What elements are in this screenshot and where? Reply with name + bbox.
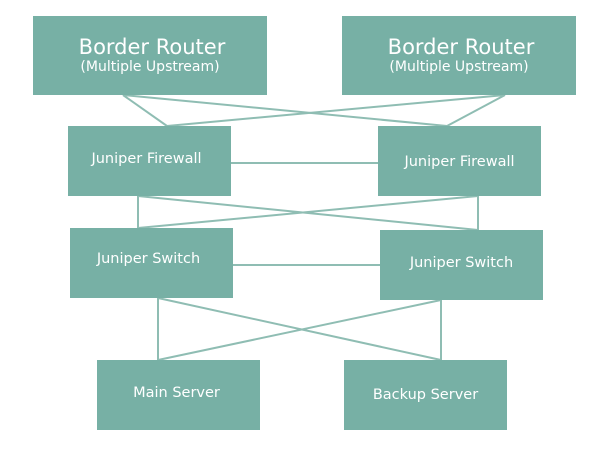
main-server-node: Main Server (97, 360, 260, 430)
node-subtitle: (Multiple Upstream) (80, 59, 220, 75)
switch-right-node: Juniper Switch (380, 230, 543, 300)
firewall-left-node: Juniper Firewall (68, 126, 231, 196)
switch-left-node: Juniper Switch (70, 228, 233, 298)
link-switch-right-main-server (157, 299, 442, 361)
node-title: Juniper Switch (409, 255, 514, 271)
backup-server-node: Backup Server (344, 360, 507, 430)
link-router-left-firewall-right (122, 94, 448, 127)
node-title: Border Router (78, 35, 226, 59)
node-title: Juniper Firewall (91, 151, 202, 167)
border-router-left-node: Border Router (Multiple Upstream) (33, 16, 267, 95)
link-firewall-right-switch-left (137, 195, 479, 229)
firewall-right-node: Juniper Firewall (378, 126, 541, 196)
node-title: Juniper Firewall (404, 154, 515, 170)
node-subtitle: (Multiple Upstream) (389, 59, 529, 75)
link-router-left-firewall-left (122, 94, 168, 127)
border-router-right-node: Border Router (Multiple Upstream) (342, 16, 576, 95)
node-title: Border Router (387, 35, 535, 59)
link-router-right-firewall-right (446, 94, 506, 127)
link-router-right-firewall-left (166, 94, 506, 127)
node-title: Backup Server (372, 387, 479, 403)
node-title: Main Server (133, 385, 220, 401)
node-title: Juniper Switch (96, 251, 201, 267)
